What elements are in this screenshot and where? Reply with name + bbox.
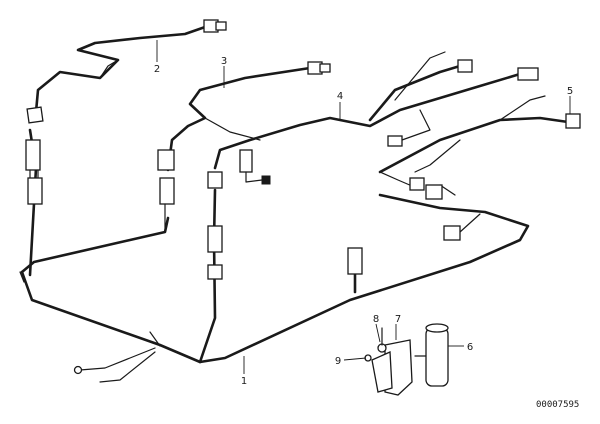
callout-6: 6 [467,342,473,353]
harness-part-2 [25,19,227,205]
callout-1: 1 [241,376,247,387]
callout-9: 9 [335,356,341,367]
main-harness [19,128,530,364]
callout-2: 2 [154,64,160,75]
cylinder-component [414,323,449,387]
callout-5: 5 [567,86,573,97]
bracket-assembly [364,327,413,396]
callout-4: 4 [337,91,343,102]
lower-left-pigtail [73,331,161,383]
callout-7: 7 [395,314,401,325]
harness-part-3 [157,61,331,233]
main-loop-connectors [207,247,363,280]
leader-lines [156,40,571,374]
callout-3: 3 [221,56,227,67]
image-code: 00007595 [536,400,579,410]
harness-part-4 [207,51,539,253]
harness-part-5 [378,95,581,241]
callout-8: 8 [373,314,379,325]
